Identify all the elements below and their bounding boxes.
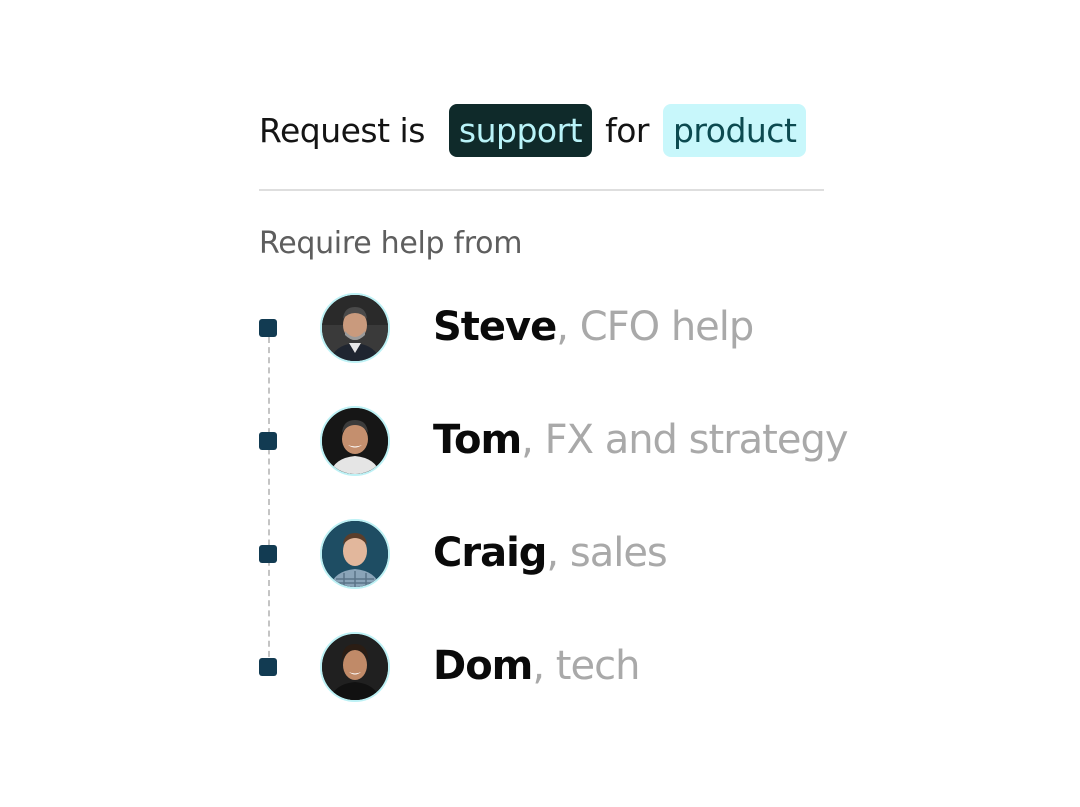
timeline-bullet <box>259 545 277 563</box>
timeline-bullet <box>259 319 277 337</box>
avatar-craig-icon <box>320 519 390 589</box>
person-row-dom[interactable]: Dom, tech <box>259 632 899 702</box>
request-target-tag[interactable]: product <box>662 104 807 157</box>
person-row-craig[interactable]: Craig, sales <box>259 519 899 589</box>
avatar-dom-icon <box>320 632 390 702</box>
request-prefix: Request is <box>259 111 435 150</box>
person-row-tom[interactable]: Tom, FX and strategy <box>259 406 899 476</box>
person-text: Tom, FX and strategy <box>433 414 849 466</box>
person-role: , sales <box>546 530 667 576</box>
avatar-steve-icon <box>320 293 390 363</box>
person-name: Steve <box>433 304 557 350</box>
avatar-tom-icon <box>320 406 390 476</box>
timeline-connector <box>268 337 270 667</box>
person-name: Tom <box>433 417 522 463</box>
person-name: Craig <box>433 530 547 576</box>
timeline-bullet <box>259 658 277 676</box>
request-connector: for <box>605 111 649 150</box>
person-role: , tech <box>532 643 640 689</box>
person-name: Dom <box>433 643 533 689</box>
section-label: Require help from <box>259 226 523 261</box>
timeline-bullet <box>259 432 277 450</box>
person-role: , CFO help <box>556 304 754 350</box>
request-summary: Request is support for product <box>259 104 807 157</box>
person-text: Dom, tech <box>433 640 640 692</box>
person-row-steve[interactable]: Steve, CFO help <box>259 293 899 363</box>
person-role: , FX and strategy <box>521 417 848 463</box>
request-type-tag[interactable]: support <box>448 104 593 157</box>
person-text: Craig, sales <box>433 527 668 579</box>
person-text: Steve, CFO help <box>433 301 754 353</box>
section-divider <box>259 189 824 191</box>
